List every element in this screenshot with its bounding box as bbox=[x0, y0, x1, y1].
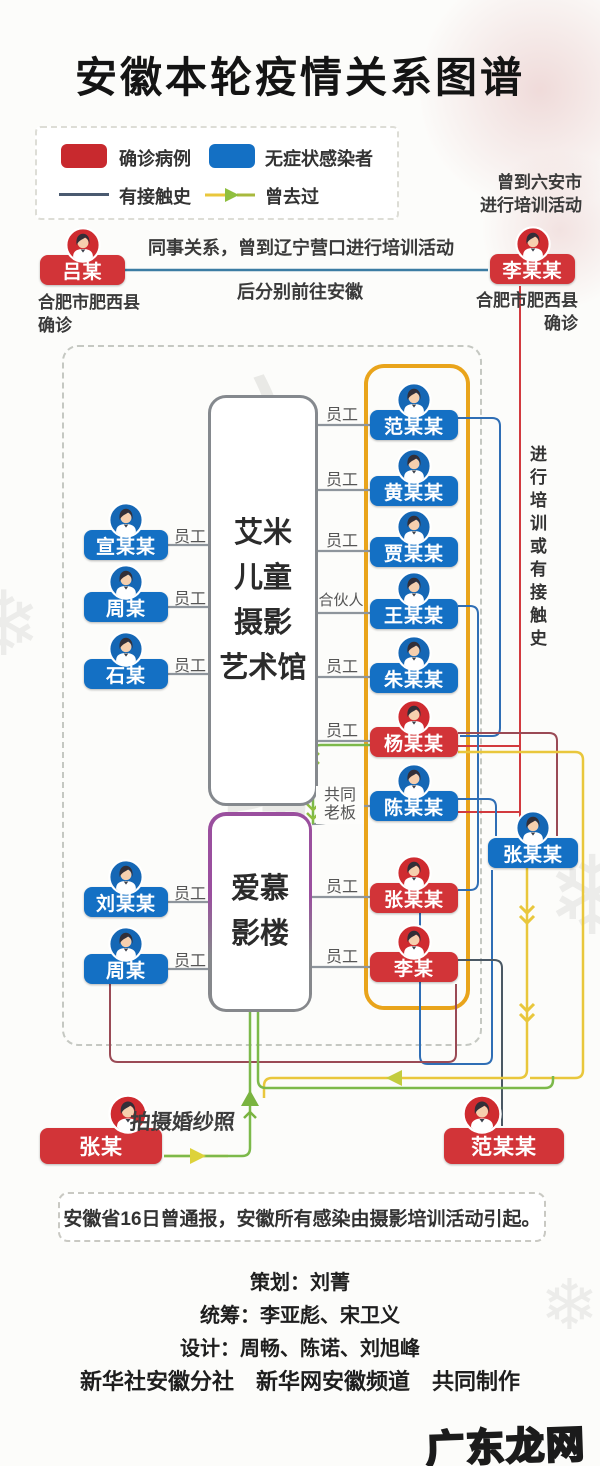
person-liumoumou: 刘某某 bbox=[84, 859, 168, 917]
person-zhangmoumou-blue: 张某某 bbox=[488, 810, 578, 868]
person-zhumoumou: 朱某某 bbox=[370, 635, 458, 693]
person-zhoumou-2: 周某 bbox=[84, 926, 168, 984]
person-avatar-icon bbox=[462, 1094, 503, 1134]
legend: 确诊病例 无症状感染者 有接触史 曾去过 bbox=[35, 126, 399, 220]
person-avatar-icon bbox=[396, 699, 432, 735]
visited-arrow-swatch bbox=[205, 188, 255, 202]
person-avatar-icon bbox=[108, 926, 144, 962]
relation-label: 员工 bbox=[325, 659, 358, 676]
confirmed-label: 确诊病例 bbox=[119, 149, 191, 169]
studio-aimi: 艾米 儿童 摄影 艺术馆 bbox=[208, 395, 318, 806]
person-avatar-icon bbox=[108, 631, 144, 667]
person-yangmoumou: 杨某某 bbox=[370, 699, 458, 757]
notice-box: 安徽省16日曾通报，安徽所有感染由摄影培训活动引起。 bbox=[58, 1192, 546, 1242]
credit-designer: 设计：周畅、陈诺、刘旭峰 bbox=[180, 1338, 420, 1360]
credit-coordinator: 统筹：李亚彪、宋卫义 bbox=[200, 1305, 400, 1327]
person-zhoumou-1: 周某 bbox=[84, 564, 168, 622]
relation-label: 员工 bbox=[325, 472, 358, 489]
studio-aimu: 爱慕 影楼 bbox=[211, 815, 309, 1009]
relation-label: 员工 bbox=[173, 658, 206, 675]
relation-label: 员工 bbox=[173, 953, 206, 970]
relation-label: 员工 bbox=[173, 529, 206, 546]
person-avatar-icon bbox=[396, 382, 432, 418]
person-xuanmoumou: 宣某某 bbox=[84, 502, 168, 560]
person-avatar-icon bbox=[108, 564, 144, 600]
person-limou: 李某 bbox=[370, 924, 458, 982]
relation-label: 员工 bbox=[325, 723, 358, 740]
person-shimou: 石某 bbox=[84, 631, 168, 689]
person-wangmoumou: 王某某 bbox=[370, 571, 458, 629]
person-limoumou: 李某某 bbox=[490, 226, 575, 284]
person-avatar-icon bbox=[396, 855, 432, 891]
contact-label: 有接触史 bbox=[119, 187, 191, 207]
site-watermark: 广东龙网 bbox=[424, 1423, 588, 1466]
person-avatar-icon bbox=[396, 571, 432, 607]
training-cluster-frame bbox=[364, 364, 470, 1010]
relation-label: 合伙人 bbox=[318, 592, 364, 609]
training-contact-note: 进行培训或有接触史 bbox=[527, 445, 546, 652]
lumou-status: 合肥市肥西县 确诊 bbox=[38, 293, 140, 335]
confirmed-swatch bbox=[61, 144, 107, 168]
person-avatar-icon bbox=[108, 1094, 148, 1134]
contact-line-swatch bbox=[59, 193, 109, 196]
person-avatar-icon bbox=[396, 635, 432, 671]
relation-label: 员工 bbox=[173, 886, 206, 903]
relation-label: 员工 bbox=[173, 591, 206, 608]
page-title: 安徽本轮疫情关系图谱 bbox=[74, 54, 525, 101]
relation-label: 员工 bbox=[325, 533, 358, 550]
person-avatar-icon bbox=[396, 509, 432, 545]
person-jiamoumou: 贾某某 bbox=[370, 509, 458, 567]
person-zhangmou: 张某 bbox=[40, 1094, 162, 1164]
asymptomatic-swatch bbox=[209, 144, 255, 168]
person-avatar-icon bbox=[108, 502, 144, 538]
person-avatar-icon bbox=[514, 226, 551, 262]
person-avatar-icon bbox=[515, 810, 551, 846]
limoumou-status: 合肥市肥西县 确诊 bbox=[476, 291, 578, 333]
person-avatar-icon bbox=[396, 924, 432, 960]
person-fanmoumou-bottom: 范某某 bbox=[444, 1094, 564, 1164]
person-avatar-icon bbox=[108, 859, 144, 895]
studio-aimu-frame: 爱慕 影楼 bbox=[208, 812, 312, 1012]
went-to-anhui-text: 后分别前往安徽 bbox=[237, 282, 363, 302]
relation-label: 员工 bbox=[325, 407, 358, 424]
person-huangmoumou: 黄某某 bbox=[370, 448, 458, 506]
relation-label-coboss: 共同 老板 bbox=[316, 786, 364, 824]
relation-label: 员工 bbox=[325, 949, 358, 966]
person-chenmoumou: 陈某某 bbox=[370, 763, 458, 821]
cluster-dashed-box bbox=[62, 345, 482, 1046]
luan-training-note: 曾到六安市 进行培训活动 bbox=[480, 173, 582, 215]
asymptomatic-label: 无症状感染者 bbox=[265, 149, 373, 169]
relation-label: 员工 bbox=[325, 879, 358, 896]
person-avatar-icon bbox=[64, 227, 101, 263]
person-avatar-icon bbox=[396, 448, 432, 484]
colleague-relation-text: 同事关系，曾到辽宁营口进行培训活动 bbox=[148, 238, 454, 258]
person-fanmoumou: 范某某 bbox=[370, 382, 458, 440]
person-avatar-icon bbox=[396, 763, 432, 799]
visited-label: 曾去过 bbox=[265, 187, 319, 207]
person-zhangmoumou-red: 张某某 bbox=[370, 855, 458, 913]
credit-producer: 新华社安徽分社 新华网安徽频道 共同制作 bbox=[79, 1369, 520, 1394]
wedding-photo-label: 拍摄婚纱照 bbox=[128, 1111, 236, 1134]
person-lumou: 吕某 bbox=[40, 227, 125, 285]
credit-planner: 策划：刘菁 bbox=[250, 1272, 350, 1294]
